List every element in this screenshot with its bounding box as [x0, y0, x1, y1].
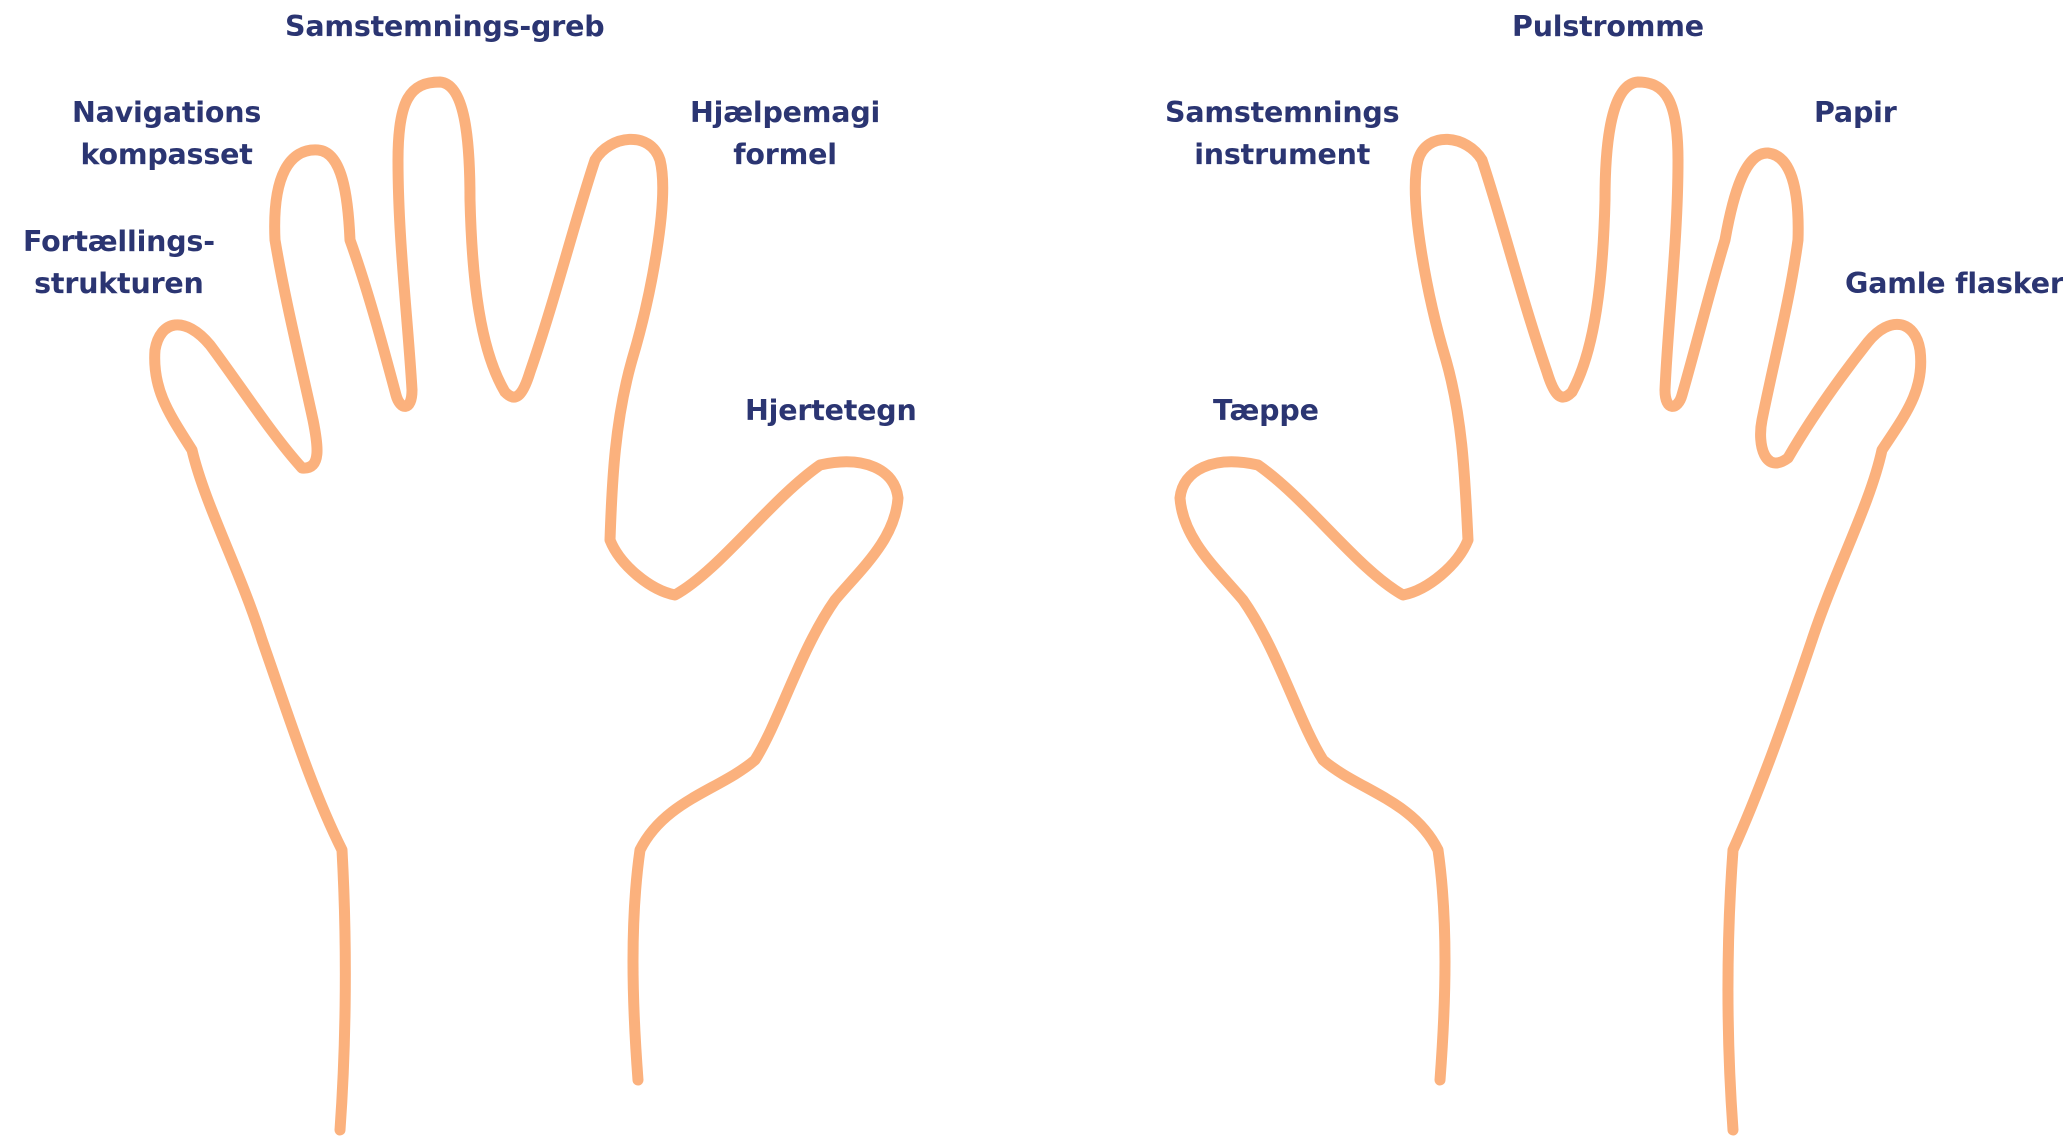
label-line: Pulstromme — [1512, 6, 1704, 48]
label-line: formel — [690, 134, 880, 176]
label-fortaellings-strukturen: Fortællings- strukturen — [23, 221, 215, 305]
label-line: kompasset — [72, 134, 261, 176]
label-gamle-flasker: Gamle flasker — [1845, 263, 2063, 305]
label-line: Navigations — [72, 92, 261, 134]
label-pulstromme: Pulstromme — [1512, 6, 1704, 48]
label-navigations-kompasset: Navigations kompasset — [72, 92, 261, 176]
label-samstemnings-greb: Samstemnings-greb — [285, 6, 604, 48]
label-papir: Papir — [1814, 92, 1897, 134]
label-line: instrument — [1165, 134, 1399, 176]
label-taeppe: Tæppe — [1213, 390, 1319, 432]
label-line: Gamle flasker — [1845, 263, 2063, 305]
label-hjertetegn: Hjertetegn — [745, 390, 917, 432]
left-hand-outline — [155, 82, 898, 1130]
label-line: Hjælpemagi — [690, 92, 880, 134]
label-line: Papir — [1814, 92, 1897, 134]
label-line: Samstemnings — [1165, 92, 1399, 134]
right-hand-outline — [1180, 82, 1921, 1130]
label-line: strukturen — [23, 263, 215, 305]
label-line: Fortællings- — [23, 221, 215, 263]
label-hjaelpemagi-formel: Hjælpemagi formel — [690, 92, 880, 176]
label-line: Samstemnings-greb — [285, 6, 604, 48]
label-line: Hjertetegn — [745, 390, 917, 432]
label-samstemnings-instrument: Samstemnings instrument — [1165, 92, 1399, 176]
label-line: Tæppe — [1213, 390, 1319, 432]
